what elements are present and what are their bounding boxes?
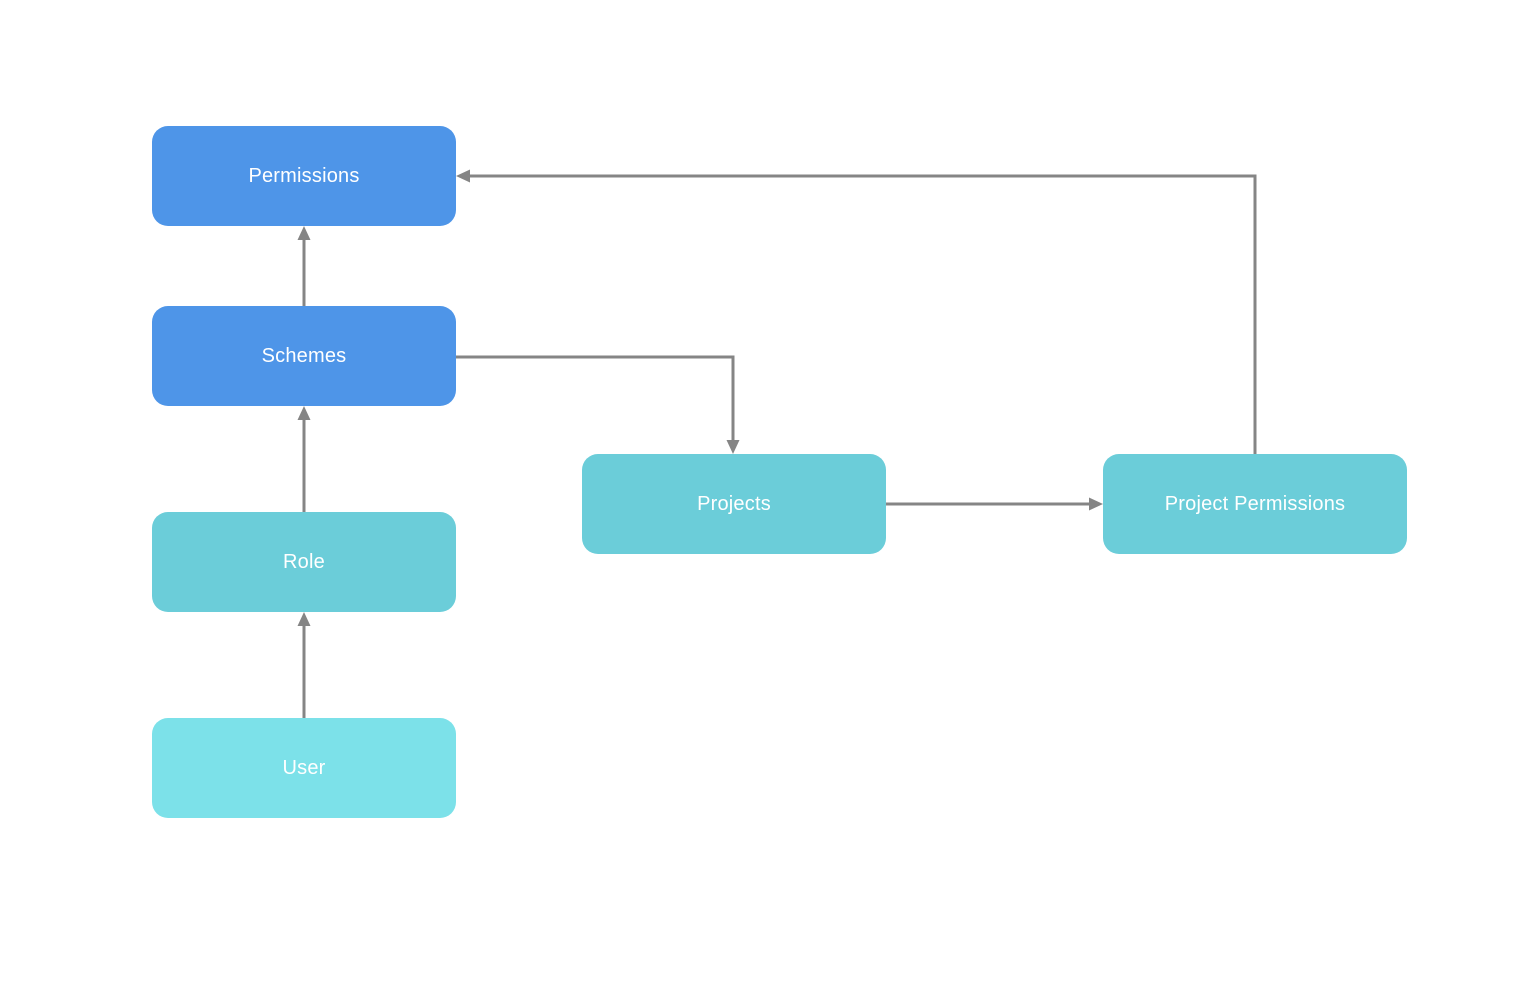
node-project-permissions[interactable]: Project Permissions (1103, 454, 1407, 554)
edge-projectpermissions-permissions-line (468, 174, 1257, 454)
edge-schemes-projects-line (456, 355, 735, 442)
edge-projects-projectpermissions (886, 497, 1103, 511)
edge-role-schemes (297, 406, 311, 512)
node-user[interactable]: User (152, 718, 456, 818)
node-schemes-label: Schemes (261, 344, 347, 367)
edge-role-schemes-arrowhead-icon (297, 406, 311, 420)
node-schemes[interactable]: Schemes (152, 306, 456, 406)
edge-projects-projectpermissions-arrowhead-icon (1089, 497, 1103, 511)
edge-schemes-projects-arrowhead-icon (726, 440, 740, 454)
node-user-label: User (282, 756, 326, 779)
edge-schemes-projects (456, 355, 740, 454)
node-projects[interactable]: Projects (582, 454, 886, 554)
node-role-label: Role (283, 550, 325, 573)
node-permissions-label: Permissions (248, 164, 360, 187)
node-permissions[interactable]: Permissions (152, 126, 456, 226)
node-project-permissions-label: Project Permissions (1164, 492, 1346, 515)
edge-schemes-permissions (297, 226, 311, 306)
node-projects-label: Projects (697, 492, 771, 515)
edge-user-role-arrowhead-icon (297, 612, 311, 626)
node-role[interactable]: Role (152, 512, 456, 612)
edge-schemes-permissions-arrowhead-icon (297, 226, 311, 240)
edge-projectpermissions-permissions (456, 169, 1257, 454)
edge-user-role (297, 612, 311, 718)
edge-projectpermissions-permissions-arrowhead-icon (456, 169, 470, 183)
